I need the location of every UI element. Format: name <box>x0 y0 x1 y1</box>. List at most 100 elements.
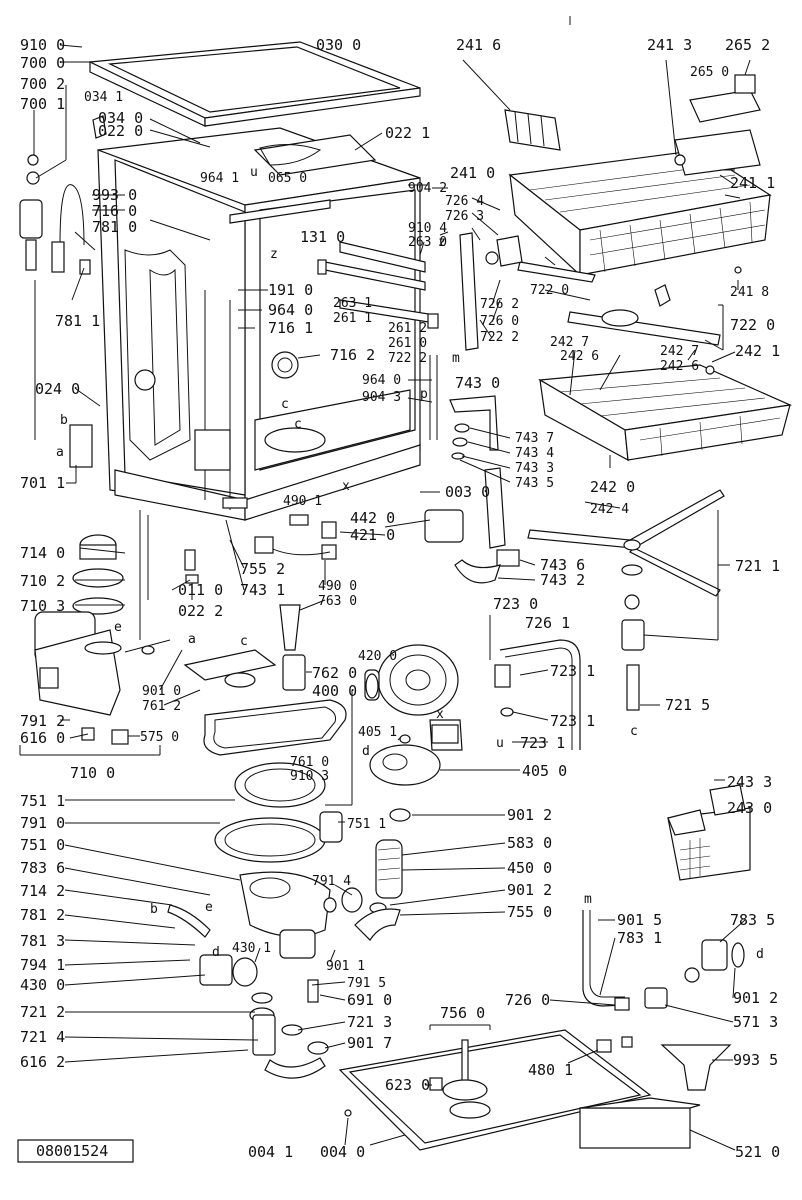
part-label: 701 1 <box>20 474 65 492</box>
part-label: 993 5 <box>733 1051 778 1069</box>
part-label: 783 5 <box>730 911 775 929</box>
part-label: 721 1 <box>735 557 780 575</box>
part-label: 781 3 <box>20 932 65 950</box>
part-label: 722 2 <box>388 351 427 366</box>
connection-letter: a <box>56 445 64 460</box>
part-label: 910 3 <box>290 769 329 784</box>
part-label: 616 0 <box>20 729 65 747</box>
upper-spray-arm-part <box>459 232 742 351</box>
part-label: 583 0 <box>507 834 552 852</box>
connection-letter: d <box>212 945 220 960</box>
part-label: 450 0 <box>507 859 552 877</box>
part-label: 761 0 <box>290 755 329 770</box>
drain-pump-part <box>167 904 329 1079</box>
part-label: 964 0 <box>362 373 401 388</box>
part-label: 755 2 <box>240 560 285 578</box>
connection-letter: a <box>188 632 196 647</box>
part-label: 242 6 <box>560 349 599 364</box>
part-label: 241 0 <box>450 164 495 182</box>
dispenser-parts <box>424 395 520 584</box>
part-label: 691 0 <box>347 991 392 1009</box>
part-label: 405 1 <box>358 725 397 740</box>
part-label: 791 4 <box>312 874 351 889</box>
part-label: 030 0 <box>316 36 361 54</box>
part-label: 726 1 <box>525 614 570 632</box>
part-label: 723 1 <box>550 662 595 680</box>
connection-letter: z <box>438 235 446 250</box>
circulation-hose-part <box>323 808 411 941</box>
part-label: 716 0 <box>92 202 137 220</box>
part-label: 261 2 <box>388 321 427 336</box>
part-label: 761 2 <box>142 699 181 714</box>
connection-letter: c <box>240 634 248 649</box>
part-label: 726 2 <box>480 297 519 312</box>
upper-accessories-part <box>504 74 761 176</box>
part-label: 781 2 <box>20 906 65 924</box>
connection-letter: e <box>205 900 213 915</box>
connection-letter: x <box>436 707 444 722</box>
part-label: 263 0 <box>408 235 447 250</box>
part-label: 243 0 <box>727 799 772 817</box>
part-label: 723 1 <box>550 712 595 730</box>
part-label: 714 2 <box>20 882 65 900</box>
part-label: 265 0 <box>690 65 729 80</box>
document-code-box: 08001524 <box>17 1139 134 1163</box>
part-label: 722 0 <box>530 283 569 298</box>
feed-tube-part <box>494 639 581 750</box>
wiring-parts <box>139 497 337 640</box>
connection-letter: c <box>630 724 638 739</box>
part-label: 571 3 <box>733 1013 778 1031</box>
part-label: 993 0 <box>92 186 137 204</box>
part-label: 743 6 <box>540 556 585 574</box>
part-label: 241 1 <box>730 174 775 192</box>
connection-letter: e <box>114 620 122 635</box>
connection-letter: d <box>362 744 370 759</box>
inlet-valve-part <box>19 115 107 468</box>
connection-letter: z <box>270 247 278 262</box>
connection-letter: b <box>150 902 158 917</box>
part-label: 743 3 <box>515 461 554 476</box>
part-label: 743 0 <box>455 374 500 392</box>
part-label: 721 2 <box>20 1003 65 1021</box>
filter-assembly-part <box>183 604 347 756</box>
part-label: 430 1 <box>232 941 271 956</box>
part-label: 723 1 <box>520 734 565 752</box>
part-label: 781 1 <box>55 312 100 330</box>
part-label: 723 0 <box>493 595 538 613</box>
part-label: 901 2 <box>507 881 552 899</box>
part-label: 964 1 <box>200 171 239 186</box>
part-label: 721 5 <box>665 696 710 714</box>
part-label: 783 1 <box>617 929 662 947</box>
part-label: 405 0 <box>522 762 567 780</box>
part-label: 575 0 <box>140 730 179 745</box>
part-label: 700 2 <box>20 75 65 93</box>
part-label: 004 1 <box>248 1143 293 1161</box>
part-label: 794 1 <box>20 956 65 974</box>
part-label: 722 0 <box>730 316 775 334</box>
part-label: 710 2 <box>20 572 65 590</box>
part-label: 743 4 <box>515 446 554 461</box>
part-label: 710 3 <box>20 597 65 615</box>
part-label: 034 0 <box>98 109 143 127</box>
part-label: 756 0 <box>440 1004 485 1022</box>
part-label: 751 0 <box>20 836 65 854</box>
document-code: 08001524 <box>36 1142 108 1160</box>
part-label: 901 7 <box>347 1034 392 1052</box>
part-label: 901 1 <box>326 959 365 974</box>
part-label: 022 0 <box>98 122 143 140</box>
part-label: 242 6 <box>660 359 699 374</box>
part-labels: 910 0 700 0 700 2 700 1 034 1 034 0 022 … <box>20 36 780 1161</box>
part-label: 901 5 <box>617 911 662 929</box>
part-label: 242 7 <box>660 344 699 359</box>
part-label: 480 1 <box>528 1061 573 1079</box>
rail-parts <box>317 241 439 440</box>
part-label: 791 2 <box>20 712 65 730</box>
part-label: 722 2 <box>480 330 519 345</box>
right-bottom-parts <box>579 910 745 1149</box>
part-label: 034 1 <box>84 90 123 105</box>
part-label: 131 0 <box>300 228 345 246</box>
connection-letter: c <box>281 397 289 412</box>
part-label: 762 0 <box>312 664 357 682</box>
part-label: 910 0 <box>20 36 65 54</box>
